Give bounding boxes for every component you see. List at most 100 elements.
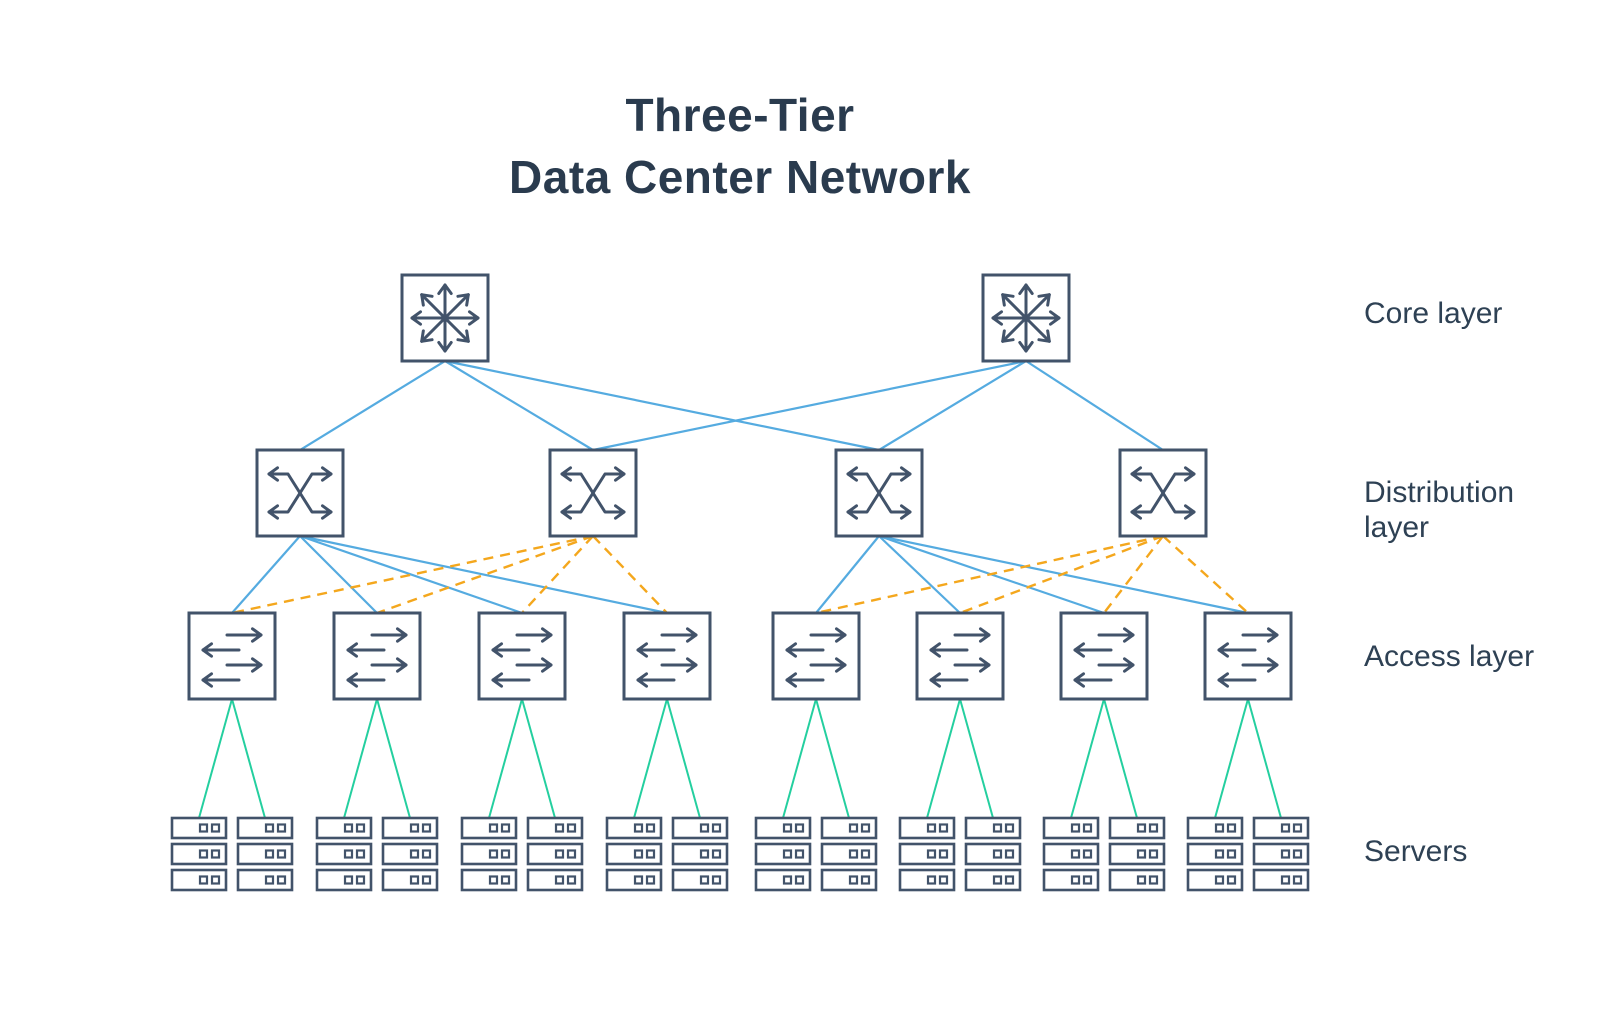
link-distribution2-access3-backup xyxy=(521,535,594,614)
rack-server-icon xyxy=(898,842,956,866)
server-stack-13 xyxy=(1042,816,1100,892)
rack-server-icon xyxy=(605,816,663,840)
rack-server-icon xyxy=(605,842,663,866)
rack-server-icon xyxy=(170,842,228,866)
bidirectional-arrows-switch-icon xyxy=(201,627,263,688)
link-distribution3-access6-primary xyxy=(878,535,961,614)
link-access5-servers9 xyxy=(782,698,817,819)
link-distribution3-access5-primary xyxy=(815,535,880,614)
server-stack-11 xyxy=(898,816,956,892)
access-switch-5 xyxy=(771,611,861,701)
rack-server-icon xyxy=(1108,816,1166,840)
rack-server-icon xyxy=(1042,842,1100,866)
rack-server-icon xyxy=(1042,816,1100,840)
rack-server-icon xyxy=(315,842,373,866)
rack-server-icon xyxy=(460,816,518,840)
link-distribution1-access4-primary xyxy=(299,534,668,615)
rack-server-icon xyxy=(898,868,956,892)
link-core2-distribution4 xyxy=(1025,360,1164,451)
title-line2: Data Center Network xyxy=(509,151,971,203)
rack-server-icon xyxy=(1186,816,1244,840)
link-core2-distribution2 xyxy=(592,359,1027,452)
link-distribution4-access8-backup xyxy=(1162,535,1249,614)
server-stack-14 xyxy=(1108,816,1166,892)
crossover-arrows-switch-icon xyxy=(267,466,333,520)
multidirectional-arrows-switch-icon xyxy=(410,283,480,353)
rack-server-icon xyxy=(754,868,812,892)
label-distribution-layer: Distribution layer xyxy=(1364,476,1515,544)
server-stack-4 xyxy=(381,816,439,892)
access-switch-8 xyxy=(1203,611,1293,701)
access-switch-4 xyxy=(622,611,712,701)
link-access8-servers16 xyxy=(1247,698,1282,819)
label-core-layer: Core layer xyxy=(1364,297,1503,330)
link-access4-servers7 xyxy=(633,698,668,819)
bidirectional-arrows-switch-icon xyxy=(785,627,847,688)
link-access6-servers12 xyxy=(959,698,994,819)
link-core1-distribution2 xyxy=(444,360,594,451)
rack-server-icon xyxy=(820,842,878,866)
rack-server-icon xyxy=(315,868,373,892)
bidirectional-arrows-switch-icon xyxy=(929,627,991,688)
core-switch-1 xyxy=(400,273,490,363)
server-stack-9 xyxy=(754,816,812,892)
server-stack-12 xyxy=(964,816,1022,892)
label-servers: Servers xyxy=(1364,835,1468,868)
link-access7-servers13 xyxy=(1070,698,1105,819)
access-switch-2 xyxy=(332,611,422,701)
rack-server-icon xyxy=(1108,842,1166,866)
link-access1-servers2 xyxy=(231,698,266,819)
access-switch-6 xyxy=(915,611,1005,701)
label-access-layer: Access layer xyxy=(1364,640,1535,673)
rack-server-icon xyxy=(460,868,518,892)
link-access4-servers8 xyxy=(666,698,701,819)
link-access3-servers5 xyxy=(488,698,523,819)
rack-server-icon xyxy=(526,842,584,866)
rack-server-icon xyxy=(236,816,294,840)
access-switch-7 xyxy=(1059,611,1149,701)
server-stack-16 xyxy=(1252,816,1310,892)
link-distribution2-access4-backup xyxy=(592,535,668,614)
link-access6-servers11 xyxy=(926,698,961,819)
crossover-arrows-switch-icon xyxy=(846,466,912,520)
bidirectional-arrows-switch-icon xyxy=(491,627,553,688)
rack-server-icon xyxy=(1186,842,1244,866)
server-stack-5 xyxy=(460,816,518,892)
access-switch-3 xyxy=(477,611,567,701)
link-core2-distribution3 xyxy=(878,360,1027,451)
distribution-switch-2 xyxy=(548,448,638,538)
rack-server-icon xyxy=(381,842,439,866)
link-distribution1-access3-primary xyxy=(299,534,523,615)
distribution-switch-4 xyxy=(1118,448,1208,538)
rack-server-icon xyxy=(671,868,729,892)
rack-server-icon xyxy=(1252,868,1310,892)
rack-server-icon xyxy=(170,816,228,840)
link-distribution4-access6-backup xyxy=(959,534,1164,615)
rack-server-icon xyxy=(898,816,956,840)
server-stack-8 xyxy=(671,816,729,892)
link-distribution2-access1-backup xyxy=(231,534,594,615)
access-switch-1 xyxy=(187,611,277,701)
rack-server-icon xyxy=(236,842,294,866)
rack-server-icon xyxy=(820,868,878,892)
rack-server-icon xyxy=(1252,842,1310,866)
link-access2-servers3 xyxy=(343,698,378,819)
rack-server-icon xyxy=(964,868,1022,892)
server-stack-15 xyxy=(1186,816,1244,892)
rack-server-icon xyxy=(460,842,518,866)
rack-server-icon xyxy=(381,816,439,840)
rack-server-icon xyxy=(526,816,584,840)
link-access8-servers15 xyxy=(1214,698,1249,819)
crossover-arrows-switch-icon xyxy=(560,466,626,520)
bidirectional-arrows-switch-icon xyxy=(1073,627,1135,688)
rack-server-icon xyxy=(1252,816,1310,840)
rack-server-icon xyxy=(671,842,729,866)
distribution-switch-3 xyxy=(834,448,924,538)
rack-server-icon xyxy=(820,816,878,840)
rack-server-icon xyxy=(236,868,294,892)
rack-server-icon xyxy=(605,868,663,892)
core-switch-2 xyxy=(981,273,1071,363)
server-stack-2 xyxy=(236,816,294,892)
server-stack-1 xyxy=(170,816,228,892)
